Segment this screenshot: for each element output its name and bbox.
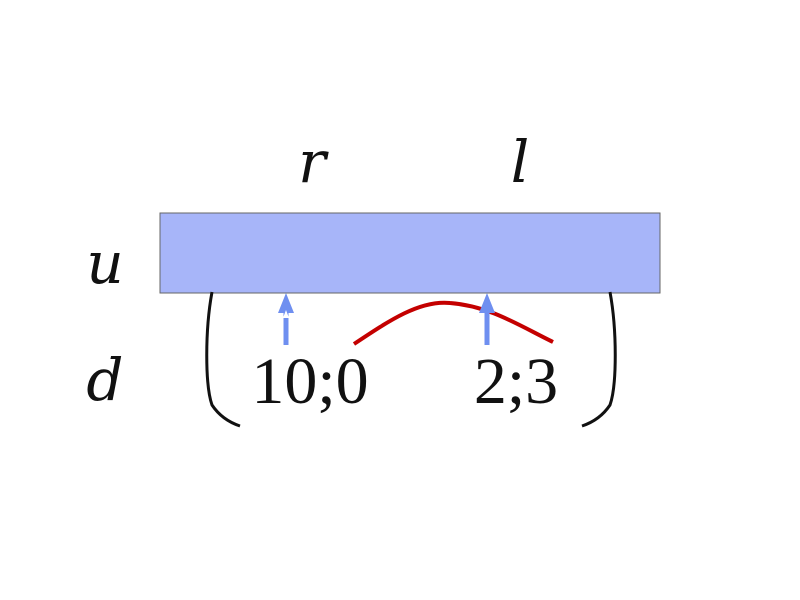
arrow-up-icon-l: [479, 293, 495, 345]
payoff-d-l: 2;3: [474, 345, 558, 418]
column-label-l: l: [511, 128, 530, 196]
right-bracket: [581, 291, 617, 428]
highlight-bar: [159, 212, 661, 294]
row-label-d: d: [86, 346, 123, 414]
column-label-r: r: [298, 128, 329, 196]
payoff-d-r: 10;0: [251, 345, 368, 418]
left-bracket: [205, 291, 241, 428]
arrow-up-icon-r: [278, 293, 294, 345]
deviation-curve: [352, 300, 554, 346]
row-label-u: u: [86, 229, 123, 297]
